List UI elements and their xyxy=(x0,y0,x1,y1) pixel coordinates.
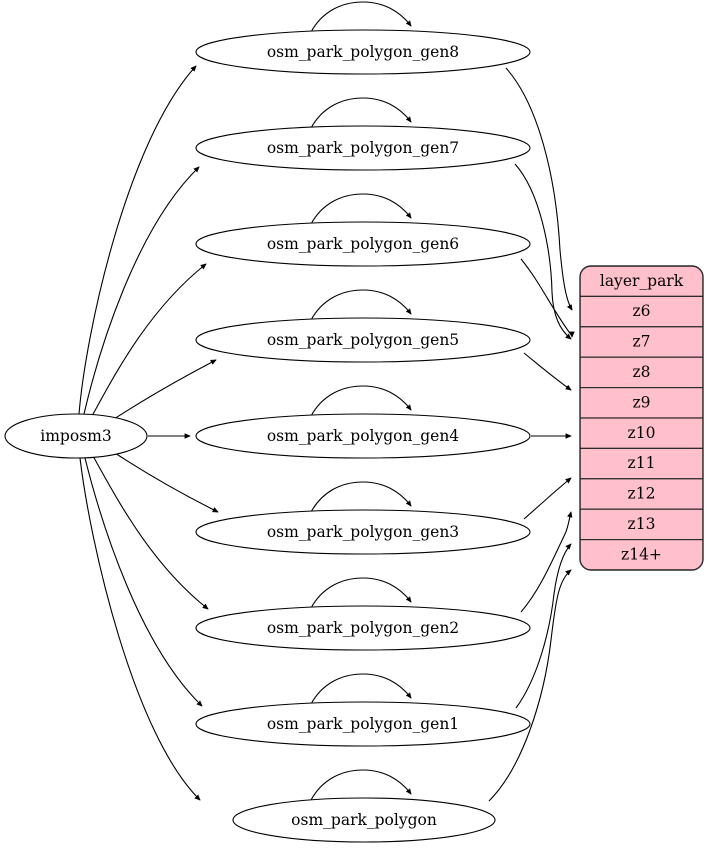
node-gen2-label: osm_park_polygon_gen2 xyxy=(267,619,459,637)
table-row-z7-cell[interactable] xyxy=(580,326,703,358)
node-base-shape[interactable] xyxy=(232,797,496,843)
node-imposm3-label: imposm3 xyxy=(40,427,111,445)
edge-imposm3-to-gen7 xyxy=(83,167,199,415)
table-row-z7-label: z7 xyxy=(632,333,650,351)
node-gen1-shape[interactable] xyxy=(195,701,531,747)
edge-imposm3-to-base xyxy=(79,457,200,800)
node-gen2[interactable]: osm_park_polygon_gen2 xyxy=(195,605,531,651)
node-imposm3-shape[interactable] xyxy=(4,413,148,459)
node-gen4-shape[interactable] xyxy=(195,413,531,459)
node-gen1[interactable]: osm_park_polygon_gen1 xyxy=(195,701,531,747)
edge-gen6-to-z8 xyxy=(520,258,572,337)
node-gen7-label: osm_park_polygon_gen7 xyxy=(267,139,459,157)
edge-imposm3-to-gen6 xyxy=(91,264,206,417)
edge-gen2-to-z12 xyxy=(520,512,571,613)
self-loop-gen3 xyxy=(310,481,411,513)
node-gen8[interactable]: osm_park_polygon_gen8 xyxy=(195,29,531,75)
node-base-label: osm_park_polygon xyxy=(291,811,437,829)
self-loop-gen1 xyxy=(310,673,411,705)
node-gen8-shape[interactable] xyxy=(195,29,531,75)
table-row-z9-label: z9 xyxy=(632,393,650,411)
table-row-z8-label: z8 xyxy=(632,363,650,381)
edge-base-to-z14 xyxy=(488,570,571,802)
table-row-z12-label: z12 xyxy=(628,485,656,503)
node-gen3-shape[interactable] xyxy=(195,509,531,555)
node-gen7[interactable]: osm_park_polygon_gen7 xyxy=(195,125,531,171)
self-loop-gen6 xyxy=(310,193,411,225)
table-row-z10-label: z10 xyxy=(628,424,656,442)
table-outer-border xyxy=(579,265,704,571)
edge-gen7-to-z7 xyxy=(514,163,571,339)
edge-imposm3-to-gen8 xyxy=(78,66,196,415)
node-base[interactable]: osm_park_polygon xyxy=(232,797,496,843)
table-row-z6-label: z6 xyxy=(632,302,650,320)
node-gen5-label: osm_park_polygon_gen5 xyxy=(267,331,459,349)
edge-group-nodes-to-layer xyxy=(488,67,573,802)
edge-gen8-to-z6 xyxy=(505,67,573,310)
node-gen3[interactable]: osm_park_polygon_gen3 xyxy=(195,509,531,555)
node-gen5-shape[interactable] xyxy=(195,317,531,363)
edge-gen1-to-z13 xyxy=(515,544,571,709)
edge-gen5-to-z9 xyxy=(523,352,571,390)
node-imposm3[interactable]: imposm3 xyxy=(4,413,148,459)
node-gen8-label: osm_park_polygon_gen8 xyxy=(267,43,459,61)
edge-imposm3-to-gen3 xyxy=(111,450,218,513)
node-gen3-label: osm_park_polygon_gen3 xyxy=(267,523,459,541)
node-gen6-shape[interactable] xyxy=(195,221,531,267)
node-gen2-shape[interactable] xyxy=(195,605,531,651)
self-loop-gen2 xyxy=(310,577,411,609)
edge-gen3-to-z11 xyxy=(523,478,571,520)
node-gen4[interactable]: osm_park_polygon_gen4 xyxy=(195,413,531,459)
node-gen6-label: osm_park_polygon_gen6 xyxy=(267,235,459,253)
layer-park-table[interactable]: layer_park z6 z7 z8 z9 z10 z11 z12 z13 z… xyxy=(579,265,704,571)
node-gen1-label: osm_park_polygon_gen1 xyxy=(267,715,459,733)
table-row-z6-cell[interactable] xyxy=(580,295,703,328)
edge-imposm3-to-gen1 xyxy=(84,457,202,706)
table-header-label: layer_park xyxy=(600,272,684,290)
edge-imposm3-to-gen2 xyxy=(92,455,208,609)
self-loop-base xyxy=(310,769,411,801)
table-row-z10-cell[interactable] xyxy=(580,417,703,449)
self-loop-gen4 xyxy=(310,385,411,417)
table-row-z11-label: z11 xyxy=(628,454,656,472)
edge-imposm3-to-gen5 xyxy=(110,359,216,422)
node-gen7-shape[interactable] xyxy=(195,125,531,171)
table-row-z13-cell[interactable] xyxy=(580,508,703,541)
self-loop-gen7 xyxy=(310,97,411,129)
self-loop-gen5 xyxy=(310,289,411,321)
edge-group-source-to-nodes xyxy=(78,66,218,800)
self-loop-gen8 xyxy=(310,1,411,33)
edge-group-self-loops xyxy=(310,1,411,801)
table-row-z9-cell[interactable] xyxy=(580,387,703,419)
table-row-z14-label: z14+ xyxy=(621,545,662,563)
node-gen5[interactable]: osm_park_polygon_gen5 xyxy=(195,317,531,363)
table-row-z8-cell[interactable] xyxy=(580,356,703,389)
node-gen4-label: osm_park_polygon_gen4 xyxy=(267,427,459,445)
table-row-z13-label: z13 xyxy=(628,515,656,533)
node-gen6[interactable]: osm_park_polygon_gen6 xyxy=(195,221,531,267)
